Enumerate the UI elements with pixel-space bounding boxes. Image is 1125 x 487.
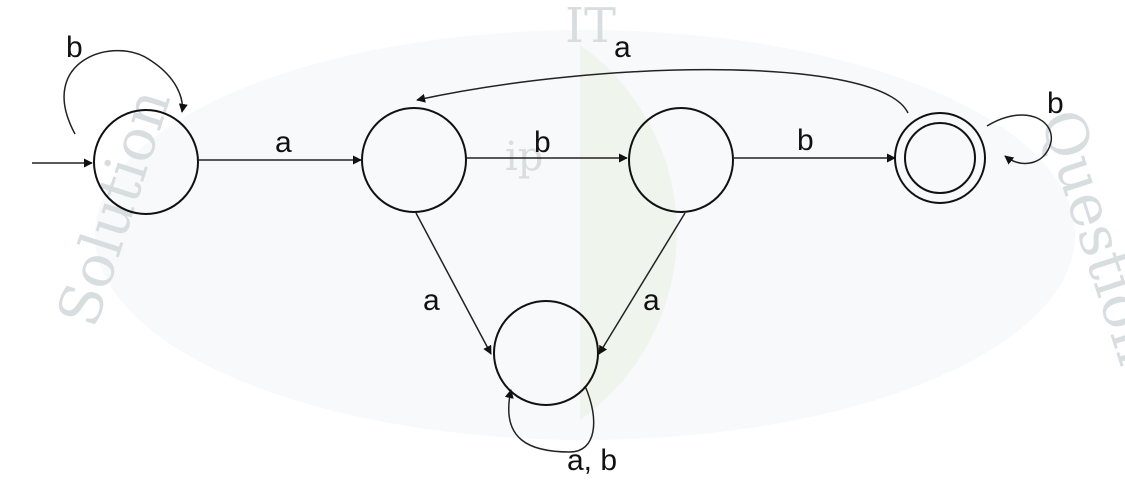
watermark: IT ip Solution Question: [44, 0, 1125, 440]
edge-q3-self: [986, 114, 1053, 165]
edge-q3-q1: [416, 69, 909, 114]
label-q2-q3: b: [797, 124, 814, 157]
states: [93, 107, 986, 406]
watermark-text-center: ip: [505, 134, 543, 180]
state-q4: [493, 300, 599, 406]
label-q1-q4: a: [423, 284, 440, 317]
label-q3-q1: a: [614, 31, 631, 64]
watermark-leaf: [580, 45, 677, 420]
edge-q0-self: [63, 49, 188, 135]
transitions: [32, 49, 1053, 453]
state-q0: [93, 109, 199, 215]
label-q1-q2: b: [534, 126, 551, 159]
watermark-text-top: IT: [565, 0, 616, 54]
label-q2-q4: a: [643, 284, 660, 317]
state-q3-inner: [904, 122, 976, 194]
label-q0-q1: a: [275, 126, 292, 159]
state-q2: [628, 107, 734, 213]
label-q4-self: a, b: [567, 444, 617, 477]
label-q0-self: b: [66, 31, 83, 64]
edge-q1-q4: [415, 212, 492, 355]
state-q3-outer: [894, 112, 986, 204]
state-q1: [361, 107, 467, 213]
label-q3-self: b: [1047, 87, 1064, 120]
edge-q4-self: [504, 385, 595, 453]
watermark-ellipse: [95, 30, 1075, 440]
edge-labels: b a b b a b a a a, b: [66, 31, 1064, 477]
edge-q2-q4: [598, 212, 686, 355]
